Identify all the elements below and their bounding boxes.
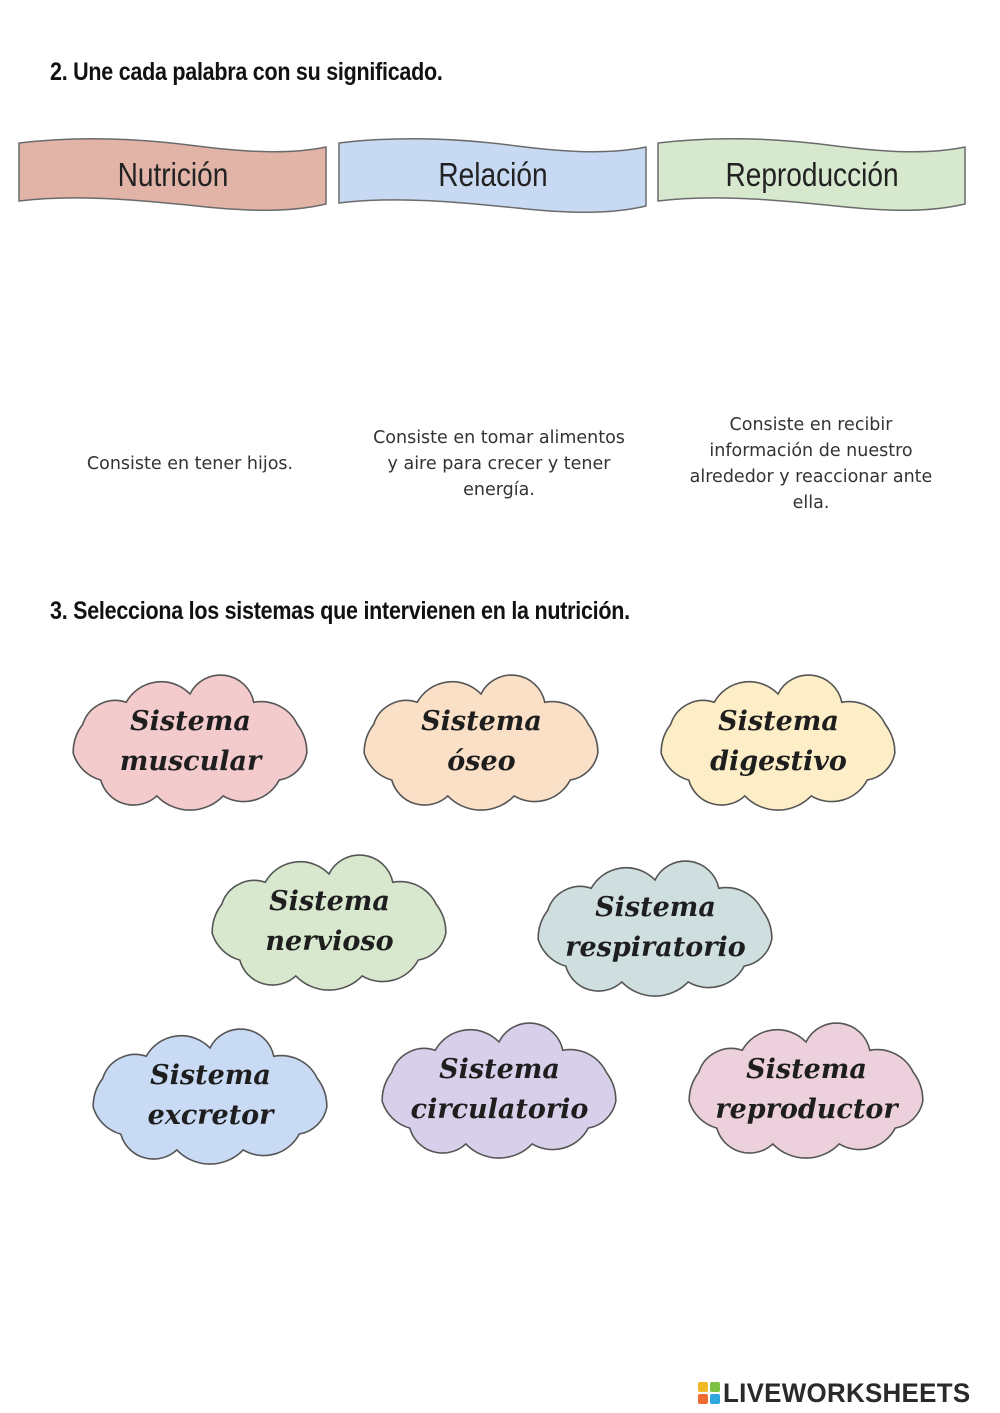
cloud-shape [688,1022,924,1159]
cloud-shape [381,1022,617,1159]
banner-relacion[interactable]: Relación [337,134,649,220]
logo-text: LIVEWORKSHEETS [723,1377,971,1408]
section-2-heading: 2. Une cada palabra con su significado. [50,58,443,86]
cloud-shape [537,860,773,997]
wavy-banner-shape [657,137,966,211]
liveworksheets-logo-icon [698,1382,720,1404]
banner-reproduccion[interactable]: Reproducción [656,134,968,220]
cloud-shape [660,674,896,811]
meaning-option-2[interactable]: Consiste en tomar alimentos y aire para … [373,428,625,500]
liveworksheets-logo[interactable]: LIVEWORKSHEETS [698,1376,981,1410]
cloud-shape [92,1028,328,1165]
banner-label: Relación [438,156,548,193]
banner-nutricion[interactable]: Nutrición [17,134,329,220]
banner-label: Nutrición [117,156,229,193]
meaning-option-1[interactable]: Consiste en tener hijos. [86,454,294,474]
cloud-shape [72,674,308,811]
wavy-banner-shape [338,137,647,213]
meaning-option-3[interactable]: Consiste en recibir información de nuest… [689,415,933,513]
banner-label: Reproducción [725,156,899,193]
section-3-heading: 3. Selecciona los sistemas que intervien… [50,597,630,625]
cloud-shape [363,674,599,811]
wavy-banner-shape [18,137,327,211]
cloud-shape [211,854,447,991]
